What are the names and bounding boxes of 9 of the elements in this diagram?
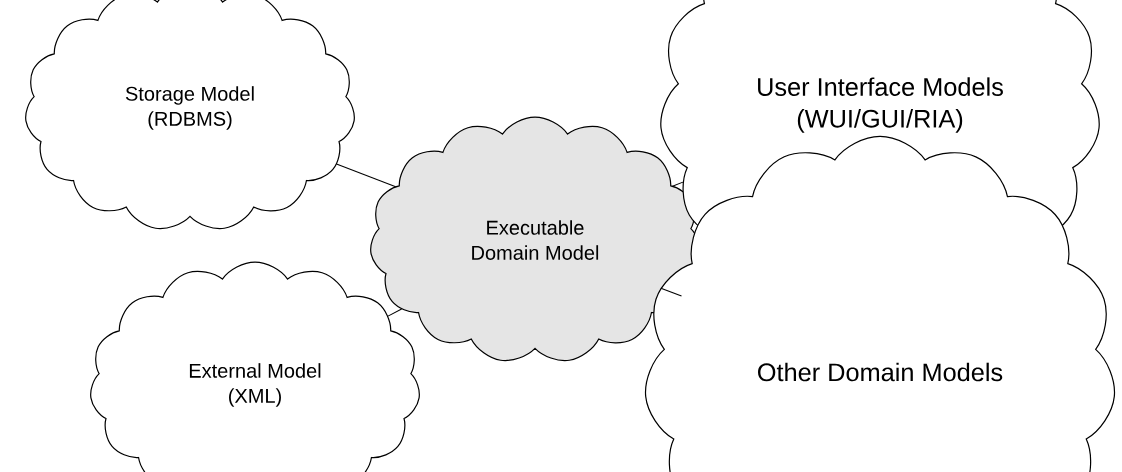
connector-line (671, 181, 684, 187)
cloud: Storage Model (RDBMS) (25, 0, 355, 230)
cloud: External Model (XML) (90, 261, 420, 472)
connector-line (335, 163, 397, 188)
connector-line (660, 287, 683, 297)
cloud: Other Domain Models (644, 135, 1116, 472)
connector-line (387, 308, 403, 317)
node-label: Other Domain Models (758, 362, 1003, 382)
cloud: Executable Domain Model (370, 116, 700, 362)
